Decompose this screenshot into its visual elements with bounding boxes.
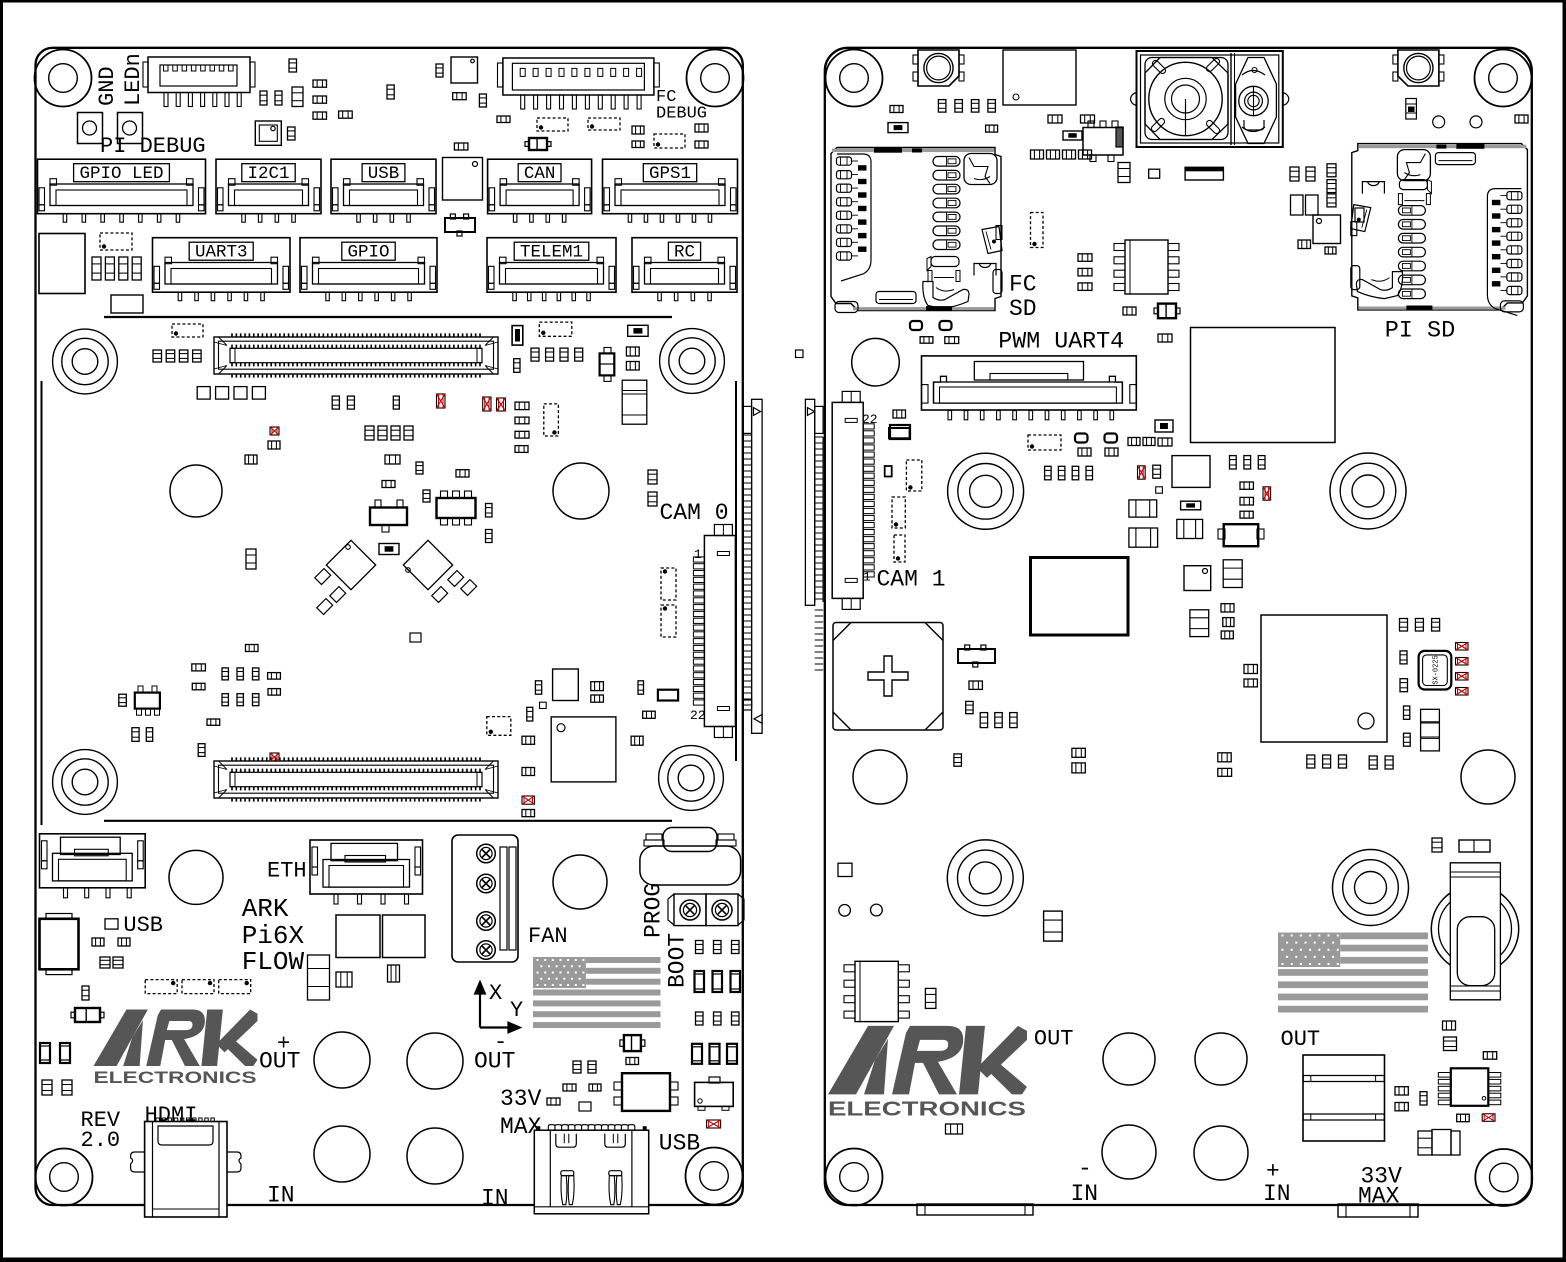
svg-text:X: X: [489, 981, 502, 1006]
svg-text:33V: 33V: [1361, 1164, 1403, 1190]
svg-text:GPIO: GPIO: [347, 242, 389, 262]
svg-text:DEBUG: DEBUG: [656, 105, 707, 124]
svg-text:FAN: FAN: [528, 924, 568, 949]
svg-text:ETH: ETH: [267, 858, 307, 883]
svg-text:+: +: [277, 1032, 290, 1057]
svg-text:CAM 1: CAM 1: [877, 567, 946, 593]
svg-text:UART3: UART3: [195, 242, 248, 262]
svg-text:1: 1: [863, 570, 871, 585]
svg-text:PROG: PROG: [641, 883, 667, 938]
svg-text:-: -: [494, 1030, 507, 1055]
svg-text:USB: USB: [659, 1131, 700, 1157]
svg-text:GND: GND: [95, 66, 120, 106]
svg-text:BOOT: BOOT: [665, 933, 691, 988]
svg-text:GPIO LED: GPIO LED: [79, 164, 163, 184]
svg-text:IN: IN: [267, 1183, 295, 1209]
svg-text:ELECTRONICS: ELECTRONICS: [828, 1097, 1026, 1120]
svg-text:USB: USB: [123, 913, 163, 938]
svg-text:OUT: OUT: [1281, 1027, 1321, 1052]
svg-text:22: 22: [690, 708, 706, 723]
svg-text:OUT: OUT: [259, 1049, 300, 1075]
svg-text:2.0: 2.0: [81, 1128, 121, 1153]
svg-text:IN: IN: [1071, 1181, 1099, 1207]
svg-text:22: 22: [862, 412, 878, 427]
svg-text:FC: FC: [656, 88, 676, 107]
svg-text:Y: Y: [510, 998, 523, 1023]
svg-text:SD: SD: [1009, 296, 1037, 322]
svg-text:TELEM1: TELEM1: [520, 242, 583, 262]
svg-text:FLOW: FLOW: [242, 947, 305, 977]
svg-text:+: +: [1266, 1159, 1280, 1185]
svg-text:33V: 33V: [500, 1086, 542, 1112]
svg-text:IN: IN: [481, 1186, 509, 1212]
svg-text:MAX: MAX: [1358, 1184, 1400, 1210]
svg-text:PI DEBUG: PI DEBUG: [100, 134, 206, 159]
svg-text:OUT: OUT: [1034, 1026, 1074, 1051]
svg-text:SX-0225: SX-0225: [1433, 655, 1441, 684]
svg-text:GPS1: GPS1: [649, 164, 691, 184]
svg-text:REV: REV: [81, 1108, 121, 1133]
svg-text:I2C1: I2C1: [247, 164, 289, 184]
svg-text:IN: IN: [1263, 1181, 1291, 1207]
svg-text:ELECTRONICS: ELECTRONICS: [94, 1068, 257, 1087]
svg-text:CAM 0: CAM 0: [660, 500, 729, 526]
svg-text:CAN: CAN: [524, 164, 556, 184]
svg-text:OUT: OUT: [474, 1049, 515, 1075]
svg-text:PWM UART4: PWM UART4: [998, 329, 1124, 355]
svg-text:LEDn: LEDn: [121, 53, 146, 106]
svg-text:RC: RC: [674, 242, 695, 262]
svg-text:PI SD: PI SD: [1385, 318, 1456, 345]
svg-text:USB: USB: [368, 164, 400, 184]
svg-text:FC: FC: [1009, 272, 1037, 298]
svg-text:Pi6X: Pi6X: [242, 921, 305, 951]
svg-text:-: -: [1078, 1156, 1092, 1182]
svg-text:1: 1: [694, 547, 702, 562]
svg-text:ARK: ARK: [242, 894, 289, 924]
